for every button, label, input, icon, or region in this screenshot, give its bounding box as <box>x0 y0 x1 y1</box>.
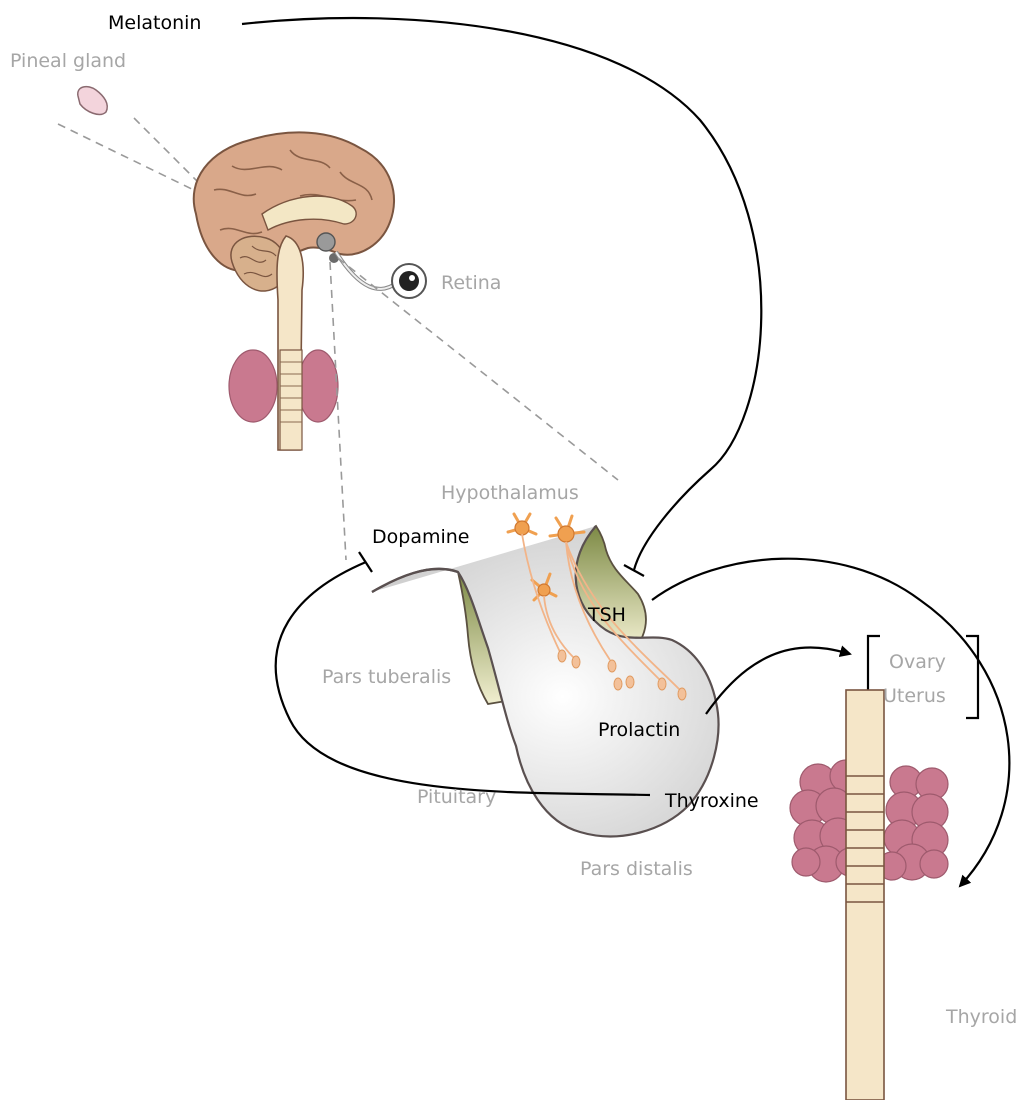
pituitary-label: Pituitary <box>417 786 496 808</box>
retina-label: Retina <box>441 272 501 294</box>
pars-tuberalis-label: Pars tuberalis <box>322 666 451 688</box>
pituitary-top-edge <box>372 569 458 592</box>
pars-distalis-label: Pars distalis <box>580 858 693 880</box>
thyroxine-label: Thyroxine <box>664 790 759 812</box>
pineal-dash-line-2 <box>134 118 204 188</box>
thyroid-illustration <box>790 690 948 1100</box>
uterus-label: Uterus <box>883 685 946 707</box>
pineal-gland-label: Pineal gland <box>10 50 126 72</box>
dopamine-inhibition-bar <box>359 552 372 572</box>
melatonin-label: Melatonin <box>108 12 201 34</box>
thyroid-small-illustration <box>229 350 338 450</box>
prolactin-ovary-arrow <box>706 647 850 714</box>
hypothalamus-label: Hypothalamus <box>441 482 579 504</box>
prolactin-label: Prolactin <box>598 719 680 741</box>
eye-icon <box>392 264 426 298</box>
ovary-label: Ovary <box>889 651 946 673</box>
thyroid-label: Thyroid <box>945 1006 1017 1028</box>
dopamine-label: Dopamine <box>372 526 469 548</box>
tsh-label: TSH <box>587 604 626 626</box>
pineal-gland-shape <box>78 87 107 115</box>
pineal-dash-line-1 <box>58 124 200 193</box>
